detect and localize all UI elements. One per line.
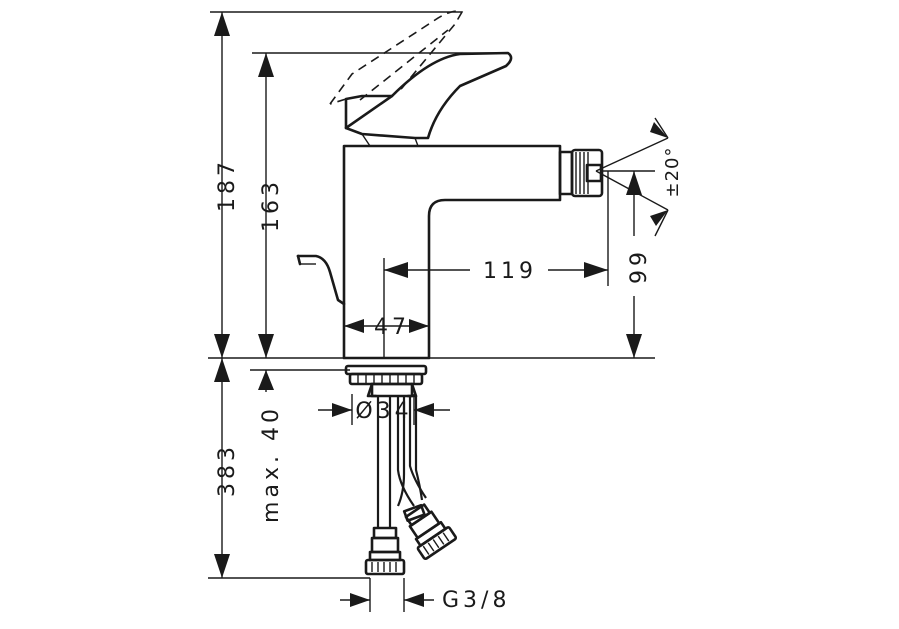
dim-connection: G3/8: [442, 588, 510, 613]
dim-body-diameter: 47: [374, 315, 410, 340]
dim-angle: ±20°: [662, 147, 683, 198]
dim-outlet-height: 99: [627, 248, 652, 284]
reference-lines: [208, 11, 655, 612]
dim-mount-hole: Ø34: [355, 399, 412, 424]
dim-spout-reach: 119: [483, 259, 537, 284]
dimension-labels: 187 163 383 max. 40 99 119 47 Ø34 G3/8 ±…: [215, 147, 683, 614]
dim-hose-length: 383: [215, 443, 240, 497]
dim-body-height: 163: [259, 178, 284, 232]
dim-max-thickness: max. 40: [259, 405, 284, 523]
dim-total-height: 187: [215, 158, 240, 212]
dimension-lines: [214, 12, 669, 607]
hoses: [364, 382, 458, 576]
faucet-body: [296, 10, 604, 386]
